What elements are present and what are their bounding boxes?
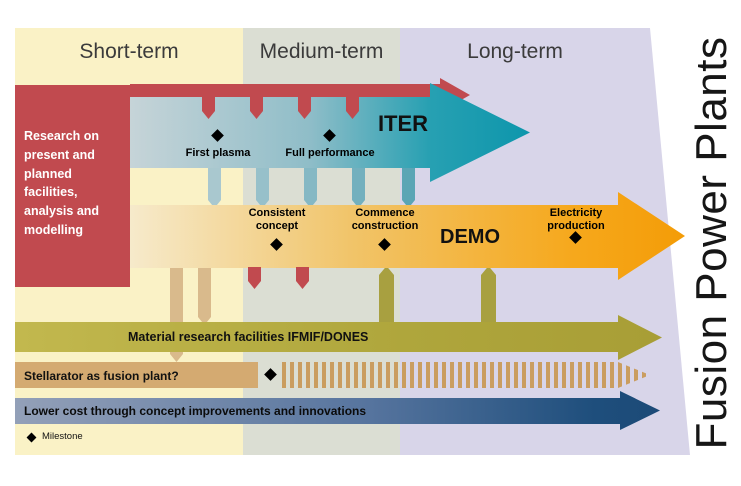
demo-arrow: [130, 192, 685, 280]
materials-demo-up-arrow: [481, 266, 496, 322]
iter-demo-connector: [352, 166, 365, 208]
research-tooth-connector: [298, 97, 311, 119]
demo-materials-connector: [198, 267, 211, 325]
stellarator-dashed-arrow: [282, 362, 650, 388]
column-header-long-term: Long-term: [467, 40, 563, 63]
milestone-label-consistent-concept: Consistent concept: [248, 207, 306, 232]
milestone-label-electricity-production: Electricity production: [547, 207, 605, 232]
iter-demo-connector: [402, 166, 415, 208]
lower-cost-label: Lower cost through concept improvements …: [24, 404, 367, 418]
research-block: [15, 85, 130, 287]
iter-demo-connector: [304, 166, 317, 208]
milestone-label-full-performance: Full performance: [285, 147, 375, 159]
milestone-label-first-plasma: First plasma: [185, 147, 251, 159]
demo-label: DEMO: [440, 226, 500, 248]
iter-demo-connector: [208, 166, 221, 208]
research-block-label: Research on present and planned faciliti…: [24, 129, 100, 237]
research-tooth-connector: [202, 97, 215, 119]
iter-demo-connector: [256, 166, 269, 208]
materials-label: Material research facilities IFMIF/DONES: [128, 330, 369, 344]
page-title-vertical: Fusion Power Plants: [687, 36, 736, 450]
research-tooth-connector: [250, 97, 263, 119]
stellarator-label: Stellarator as fusion plant?: [24, 369, 179, 383]
column-header-short-term: Short-term: [79, 40, 179, 63]
research-tooth-connector: [346, 97, 359, 119]
legend-milestone-label: Milestone: [42, 431, 83, 442]
materials-demo-up-arrow: [379, 266, 394, 322]
research-tooth-connector: [248, 267, 261, 289]
column-header-medium-term: Medium-term: [259, 40, 384, 63]
milestone-label-commence-construction: Commence construction: [351, 207, 419, 232]
stellarator-bar: [15, 362, 258, 388]
iter-label: ITER: [377, 111, 429, 136]
research-tooth-connector: [296, 267, 309, 289]
